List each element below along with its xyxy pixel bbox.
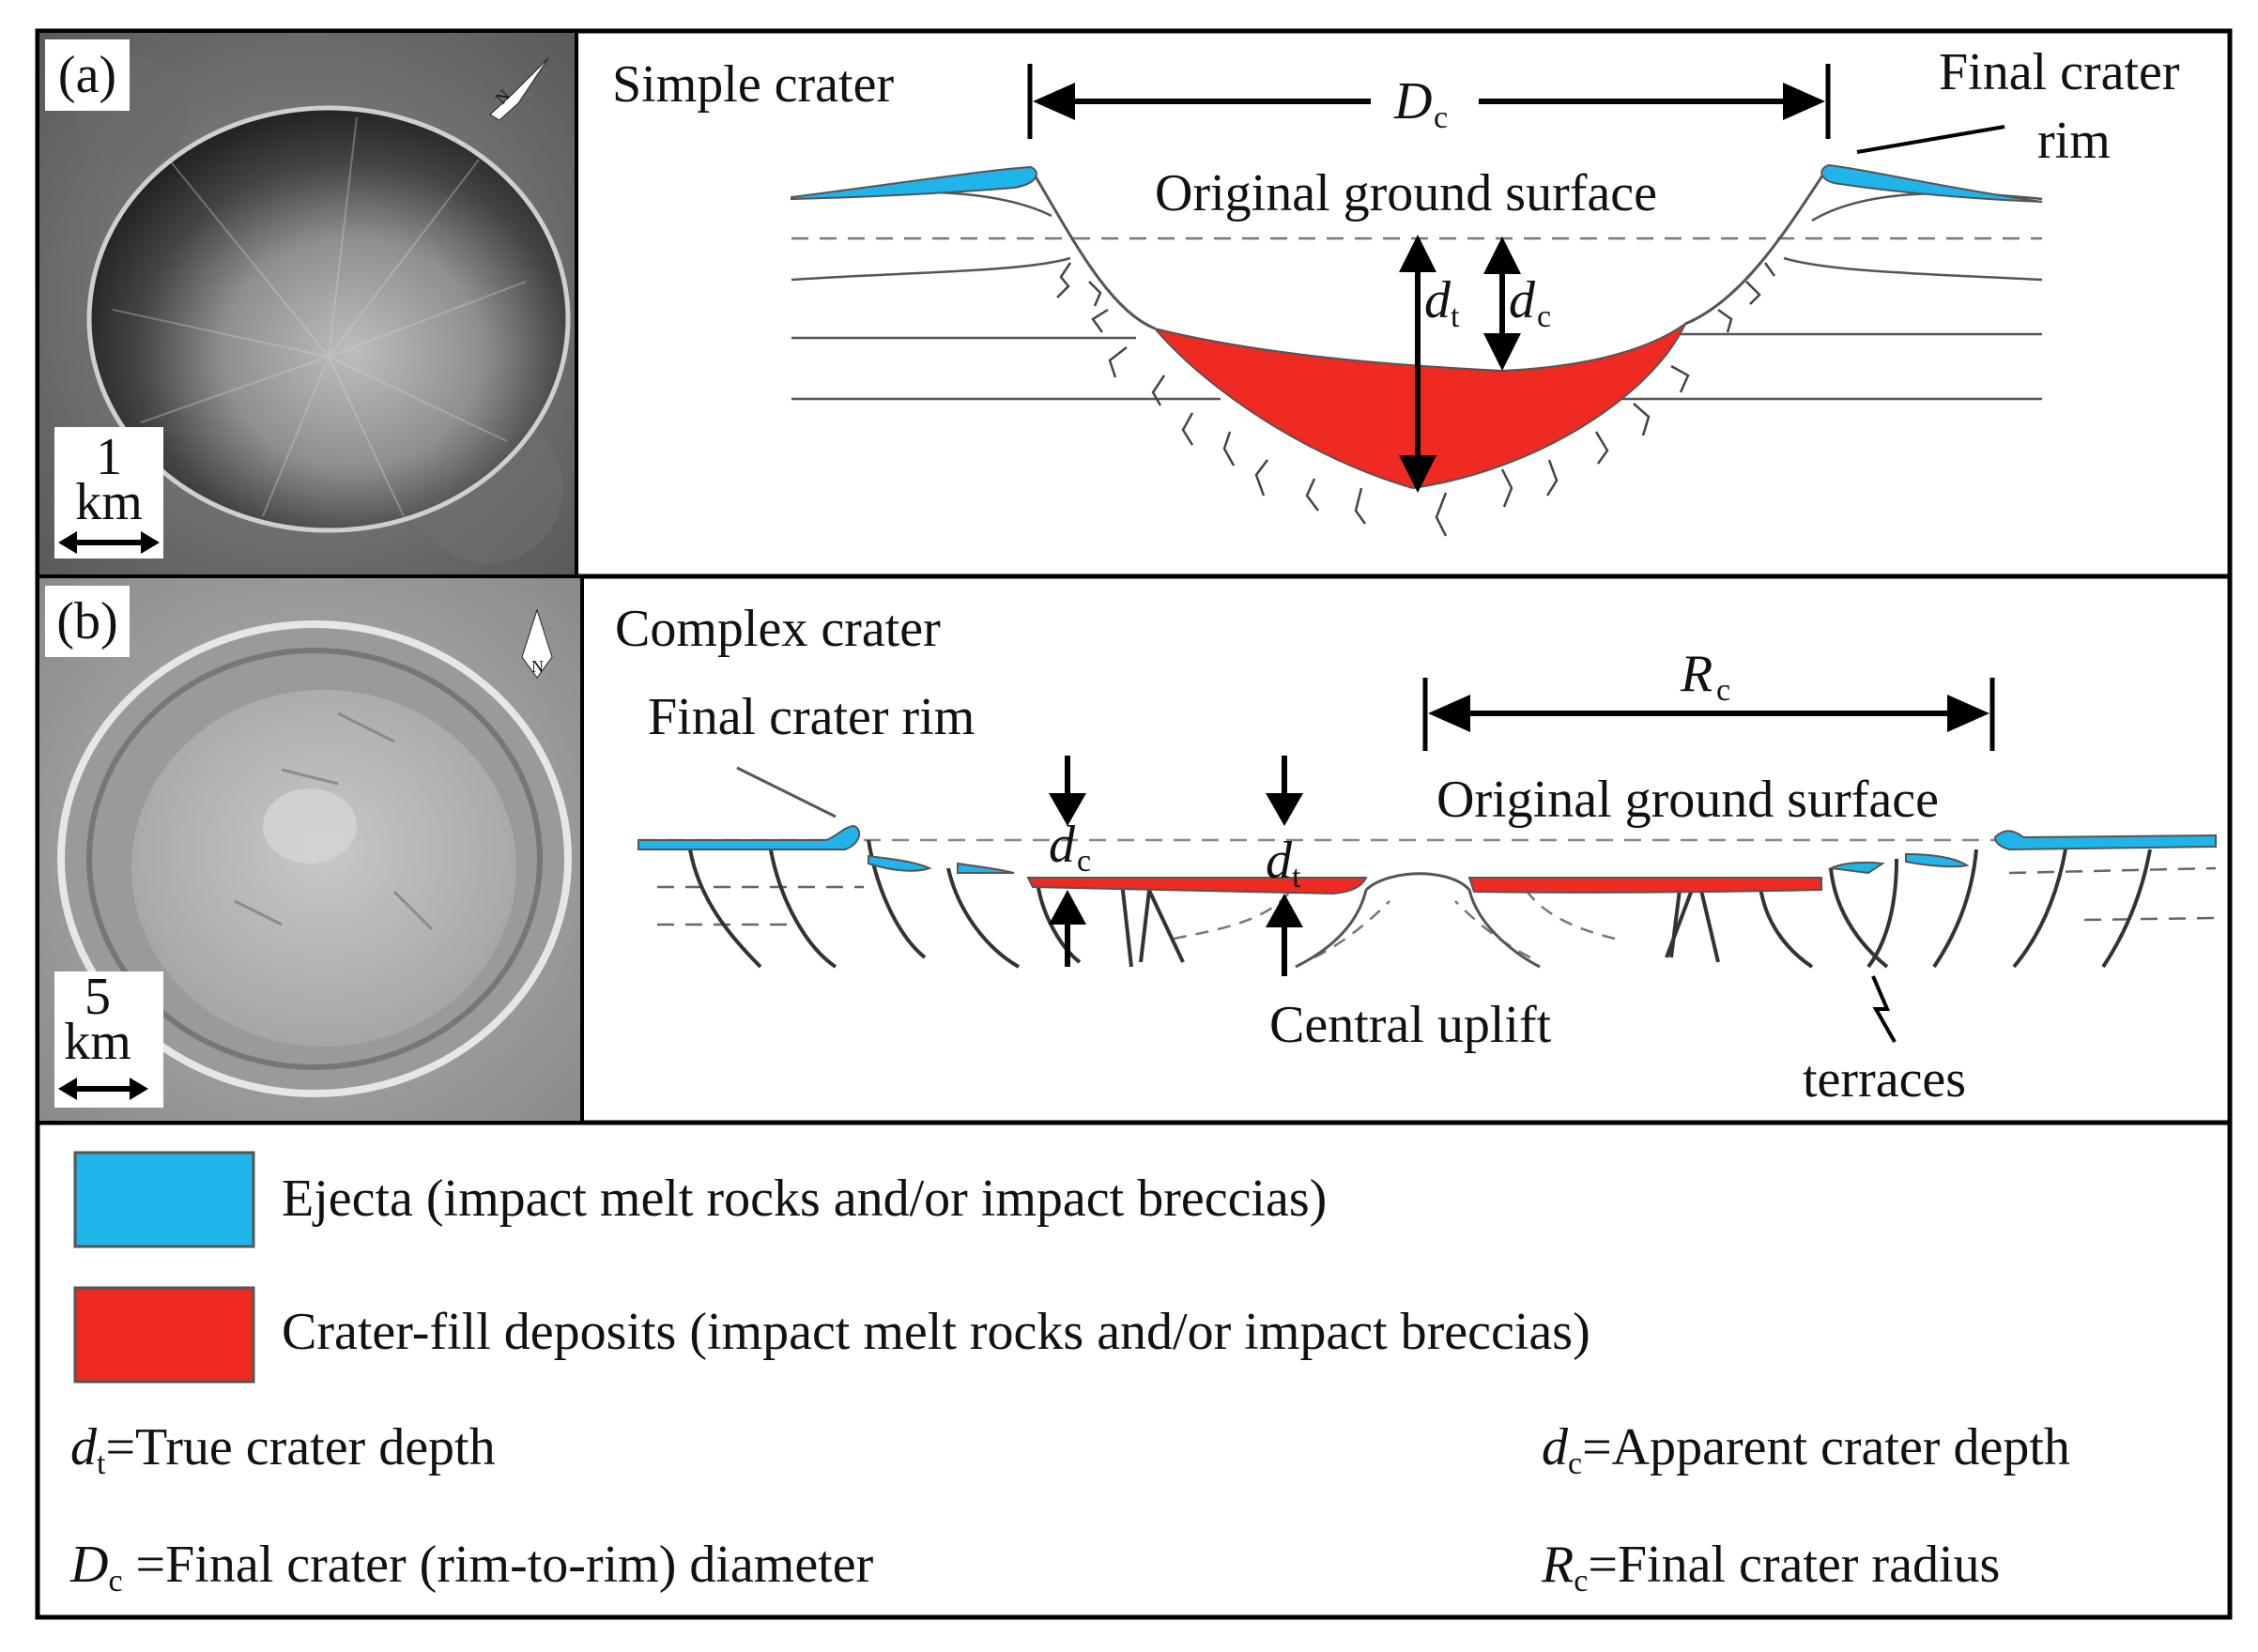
central-uplift-label: Central uplift	[1269, 996, 1552, 1054]
svg-text:N: N	[531, 657, 544, 676]
ejecta-terrace-right2-b	[1827, 861, 1885, 875]
ejecta-terrace-right-b	[1905, 852, 1970, 868]
legend-swatch-ejecta	[73, 1151, 255, 1248]
crater-fill-right-b	[1467, 877, 1822, 894]
def-radius: Rc=Final crater radius	[1541, 1536, 2000, 1598]
true-depth-arrow-a	[1399, 235, 1436, 493]
ejecta-left-a	[791, 165, 1037, 201]
def-true-depth: dt=True crater depth	[70, 1418, 496, 1481]
final-rim-label-line2: rim	[2037, 112, 2111, 170]
apparent-depth-subscript-b: c	[1077, 844, 1091, 879]
panel-b-tag-box	[45, 586, 130, 657]
diameter-dimension	[1027, 64, 1831, 139]
apparent-depth-arrow-b	[1049, 756, 1086, 967]
figure-frame	[35, 28, 2233, 1620]
complex-crater-title: Complex crater	[615, 600, 941, 658]
ejecta-right-b	[1993, 830, 2217, 851]
terraces-pointer-icon	[1871, 975, 1897, 1043]
terrace-faults	[688, 839, 2152, 969]
legend-label-fill: Crater-fill deposits (impact melt rocks …	[282, 1303, 1590, 1361]
complex-subsurface	[1173, 881, 1616, 959]
breccia-fractures-a	[1056, 262, 1776, 537]
true-depth-subscript-a: t	[1451, 299, 1460, 334]
simple-crater-title: Simple crater	[612, 55, 894, 114]
panel-a-tag: (a)	[58, 46, 116, 104]
final-rim-leader-b	[736, 766, 837, 818]
true-depth-arrow-b	[1266, 756, 1303, 976]
central-uplift-shape	[1295, 872, 1541, 969]
apparent-depth-arrow-a	[1483, 237, 1521, 371]
scale-bar-b-value: 5	[84, 968, 111, 1026]
original-surface-label-b: Original ground surface	[1436, 771, 1939, 829]
scale-bar-a-arrow-icon	[58, 531, 160, 554]
panel-a-tag-box	[45, 39, 130, 111]
final-rim-leader	[1856, 125, 2005, 154]
radius-symbol: R	[1680, 645, 1713, 703]
terraces-label: terraces	[1803, 1050, 1966, 1109]
diameter-symbol: D	[1393, 72, 1432, 130]
true-depth-subscript-b: t	[1292, 860, 1301, 895]
scale-bar-b-unit: km	[64, 1013, 131, 1071]
apparent-depth-subscript-a: c	[1537, 299, 1551, 334]
scale-bar-a-value: 1	[96, 428, 122, 486]
complex-crater-layers	[638, 838, 2217, 926]
crater-fill-left-b	[1026, 877, 1368, 895]
panel-b: (b) N 5 km Complex crater Final crater r…	[39, 578, 2217, 1121]
legend-label-ejecta: Ejecta (impact melt rocks and/or impact …	[282, 1170, 1327, 1228]
ejecta-terrace-left2-b	[957, 862, 1015, 874]
def-diameter: Dc =Final crater (rim-to-rim) diameter	[69, 1536, 874, 1598]
apparent-depth-symbol-b: d	[1049, 816, 1076, 874]
legend: Ejecta (impact melt rocks and/or impact …	[69, 1151, 2070, 1598]
legend-swatch-fill	[73, 1286, 255, 1384]
scale-bar-a-unit: km	[75, 473, 143, 531]
ejecta-right-a	[1820, 163, 2043, 203]
ejecta-terrace-left-b	[868, 854, 932, 872]
radius-dimension	[1422, 678, 1995, 751]
true-depth-symbol-a: d	[1424, 271, 1452, 329]
panel-b-tag: (b)	[56, 592, 117, 650]
diameter-subscript: c	[1434, 100, 1448, 135]
true-depth-symbol-b: d	[1266, 832, 1293, 890]
radius-subscript: c	[1716, 673, 1730, 708]
apparent-depth-symbol-a: d	[1509, 271, 1536, 329]
final-rim-label-b: Final crater rim	[648, 688, 975, 746]
scale-bar-b-arrow-icon	[58, 1078, 148, 1100]
def-apparent-depth: dc=Apparent crater depth	[1542, 1418, 2070, 1481]
final-rim-label-line1: Final crater	[1939, 43, 2180, 101]
ejecta-left-b	[637, 824, 861, 850]
original-surface-label-a: Original ground surface	[1155, 164, 1657, 222]
panel-a: (a) N 1 km Simple crater D c Fin	[39, 33, 2180, 574]
north-arrow-icon: N	[521, 608, 553, 679]
